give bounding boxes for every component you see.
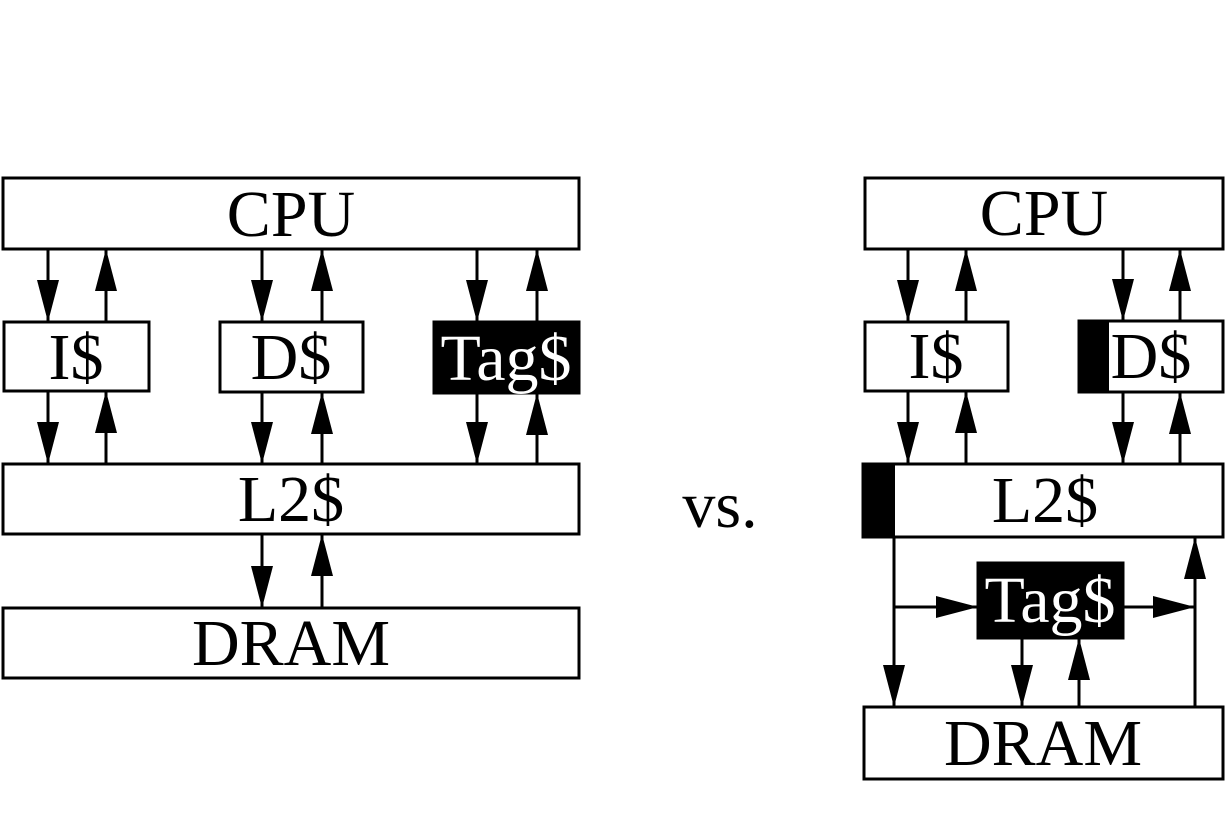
left-l2cache-box (1, 462, 581, 536)
left-tagcache-label: Tag$ (440, 322, 571, 395)
left-diagram: CPU I$ D$ Tag$ L2$ DRAM (1, 176, 581, 680)
right-icache-box (863, 320, 1010, 393)
left-icache-label: I$ (49, 321, 104, 394)
right-cpu-box (863, 176, 1225, 251)
right-dcache-label: D$ (1111, 320, 1192, 393)
right-cpu-label: CPU (980, 177, 1108, 250)
left-tagcache-box (432, 320, 581, 395)
right-l2cache-highlight-strip (862, 463, 895, 538)
right-tagcache-label: Tag$ (984, 564, 1115, 637)
left-dcache-box (218, 320, 365, 394)
left-l2cache-label: L2$ (238, 463, 344, 536)
right-dram-label: DRAM (944, 707, 1142, 780)
left-dram-box (1, 606, 581, 680)
right-diagram: CPU I$ D$ L2$ Tag$ DRAM (861, 176, 1225, 781)
left-cpu-box (1, 176, 581, 251)
right-dram-box (862, 705, 1225, 781)
left-cpu-label: CPU (227, 178, 355, 251)
left-icache-box (2, 320, 151, 393)
left-dcache-label: D$ (251, 321, 332, 394)
right-l2cache-label: L2$ (992, 464, 1098, 537)
right-icache-label: I$ (909, 320, 964, 393)
versus-label: vs. (682, 469, 757, 542)
right-tagcache-box (976, 561, 1125, 640)
left-dram-label: DRAM (192, 607, 390, 680)
right-dcache-highlight-strip (1078, 320, 1109, 393)
